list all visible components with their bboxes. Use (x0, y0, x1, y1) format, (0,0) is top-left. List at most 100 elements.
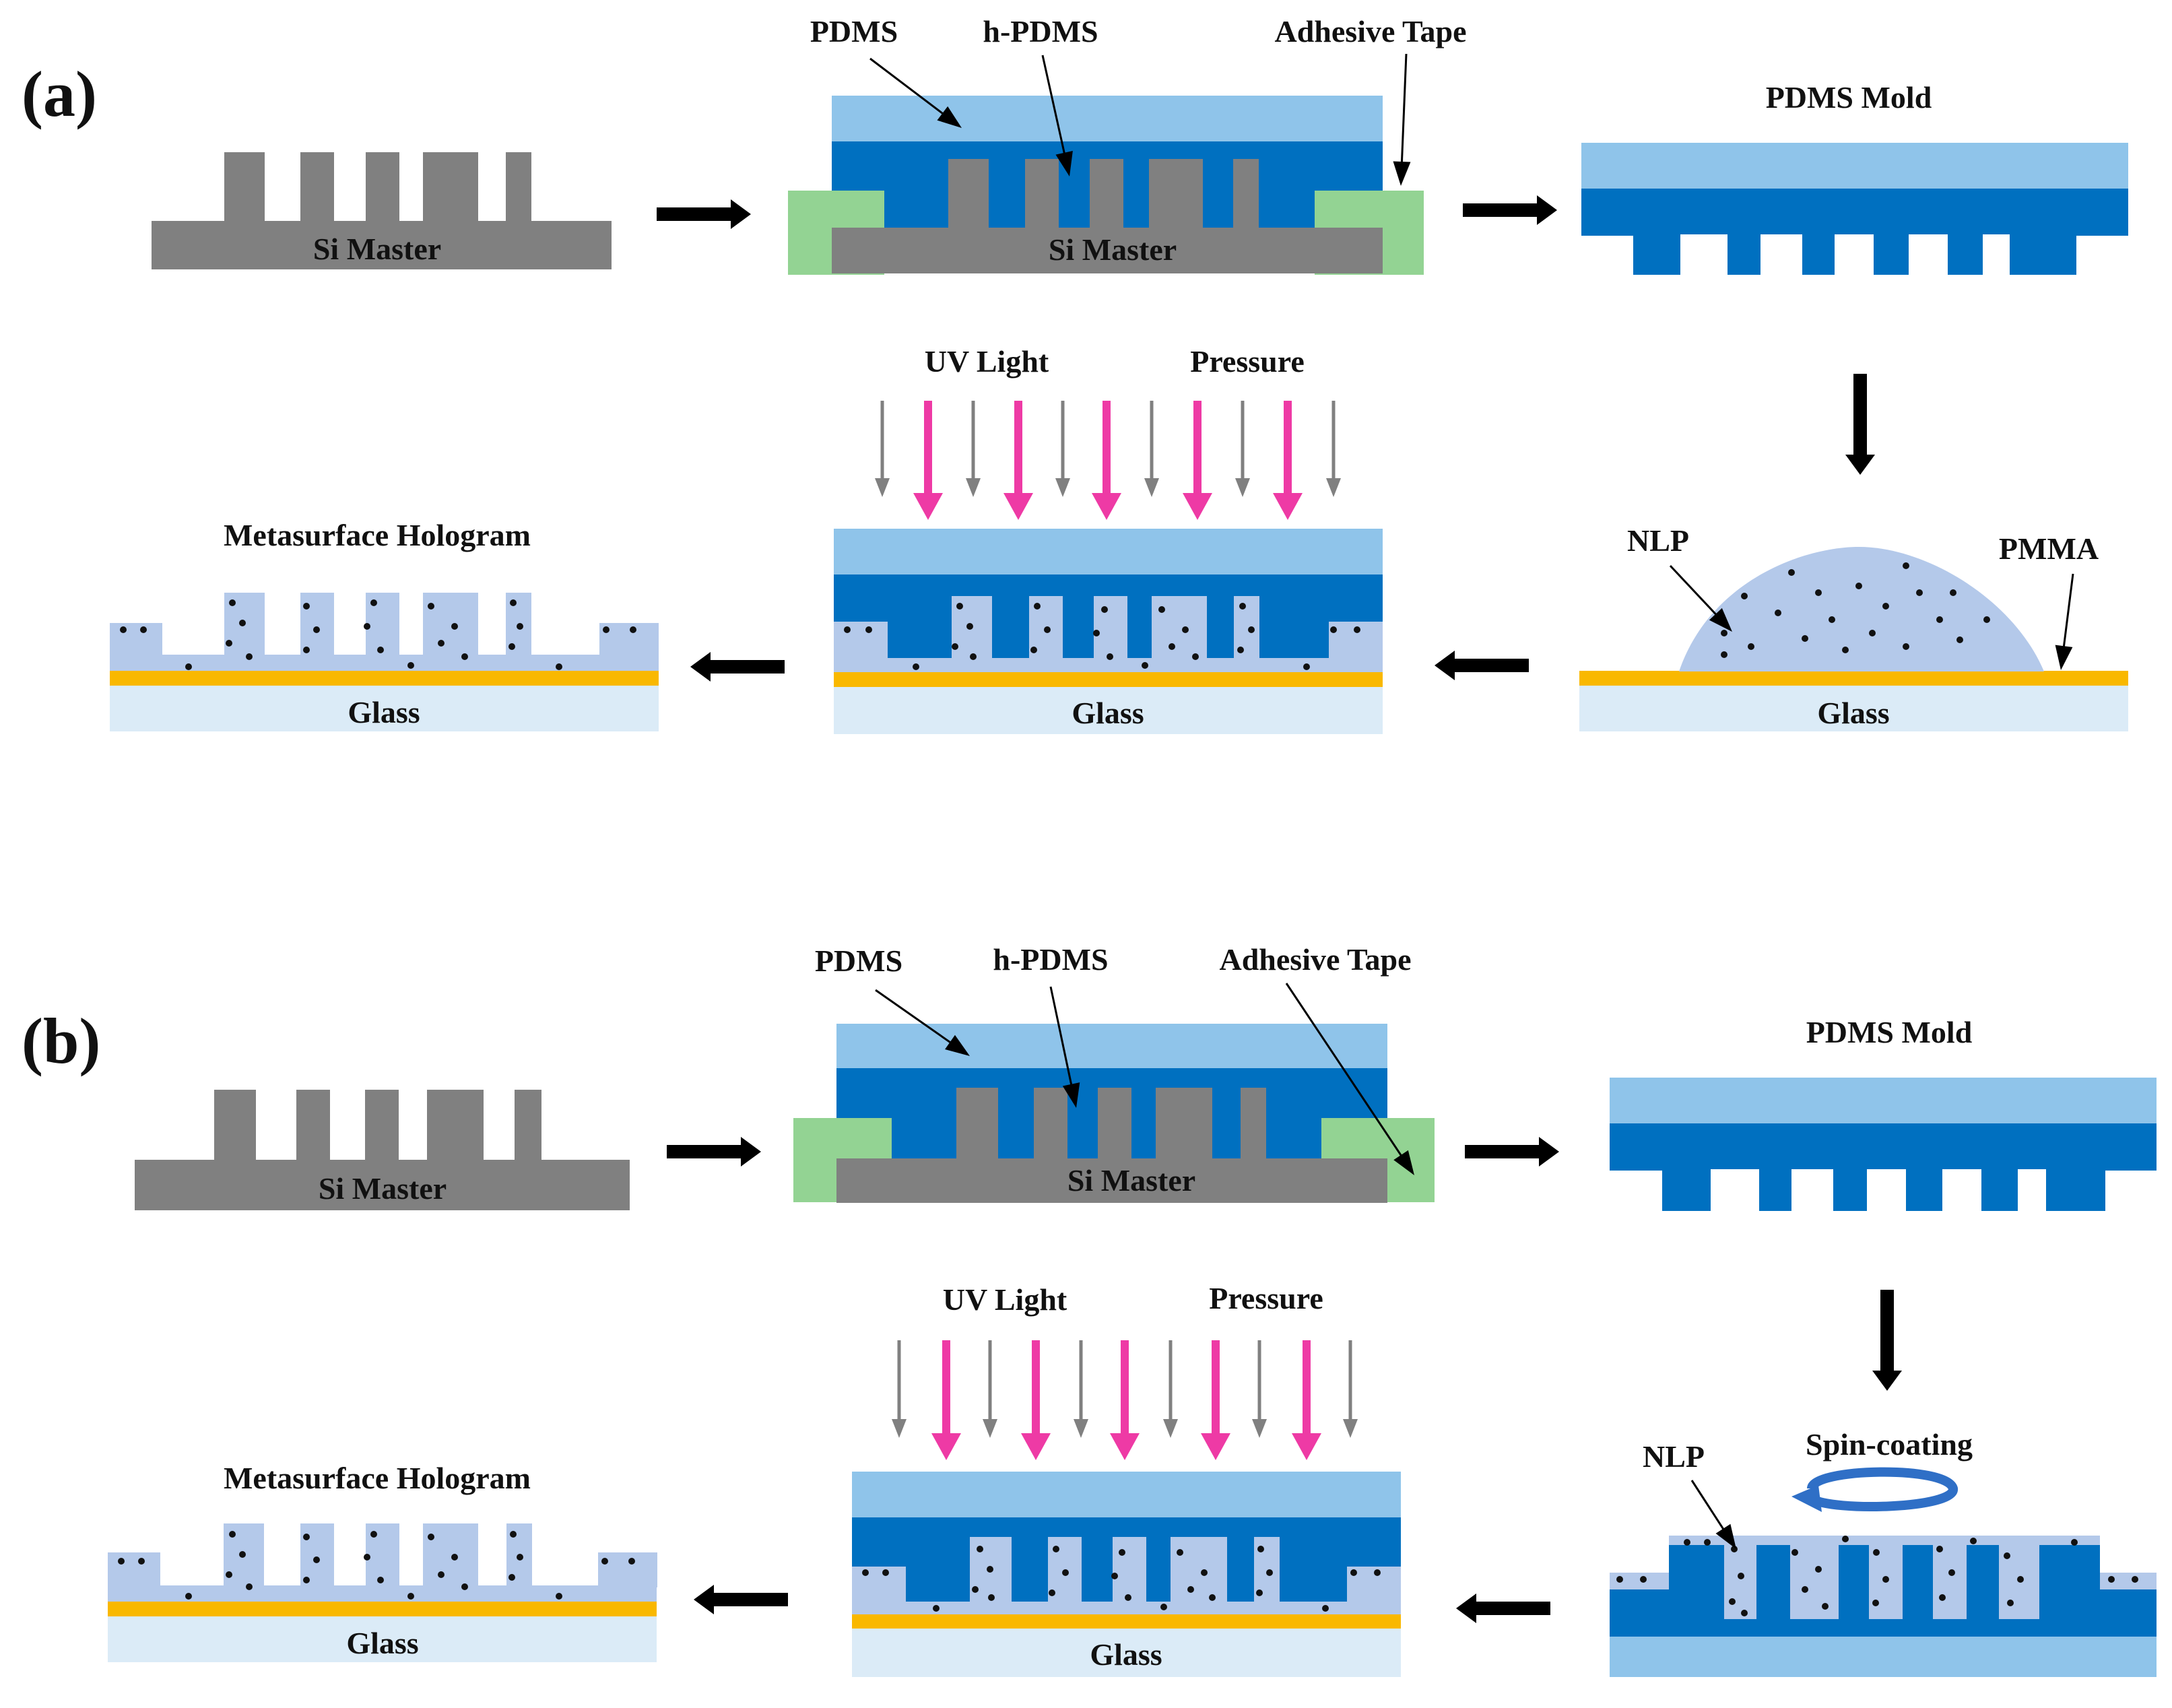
a-pdms-leader (869, 57, 946, 117)
a-nlp-particle-5 (1354, 626, 1360, 633)
b-arrow-2-head (1539, 1137, 1559, 1167)
b-uv-arrow-head (1110, 1433, 1140, 1460)
b-nlp-particle-5 (1062, 1569, 1069, 1576)
b-pressure-arrow-shaft (1079, 1340, 1083, 1420)
a-pmma-leader (2062, 573, 2074, 651)
a-hpdms-label: h-PDMS (983, 14, 1098, 48)
a-nlp-particle-5 (970, 653, 977, 660)
b-nlp-particle-5 (1049, 1589, 1055, 1596)
b-nlp-particle-5 (1256, 1589, 1263, 1596)
a-pad-left-6 (110, 623, 162, 657)
b-spin-label: Spin-coating (1806, 1427, 1973, 1461)
b-pressure-arrow-head (1252, 1419, 1267, 1438)
b-spin-particle (2004, 1552, 2010, 1559)
b-hologram-particle (239, 1551, 246, 1558)
b-pressure-arrow-shaft (897, 1340, 901, 1420)
b-pad-right-6 (598, 1552, 657, 1587)
a-glass-5-label: Glass (1072, 696, 1144, 730)
b-spin-film-top (1669, 1536, 2100, 1545)
b-hologram-particle (407, 1593, 414, 1600)
panel-a-tag: (a) (22, 58, 97, 130)
b-pressure-arrow-shaft (988, 1340, 992, 1420)
b-uv-arrow-shaft (1121, 1340, 1129, 1435)
a-mold-cavity (1983, 234, 2010, 276)
a-arrow-4-head (1435, 651, 1455, 680)
b-uv-arrow-shaft (1212, 1340, 1220, 1435)
a-step3-mold: PDMS Mold (1581, 80, 2128, 276)
b-spin-particle (1738, 1573, 1744, 1579)
a-si-master-tooth (423, 152, 478, 222)
b-spin-particle (2108, 1576, 2115, 1583)
b-si-master-2-tooth (1098, 1088, 1131, 1159)
b-hologram-particle (303, 1534, 310, 1540)
a-pmma-4 (1579, 671, 2128, 686)
a-pdms-leader-head (937, 106, 962, 128)
b-tape-label: Adhesive Tape (1219, 942, 1411, 977)
a-uv-arrow-head (1092, 493, 1121, 520)
a-uv-arrow-head (1183, 493, 1212, 520)
b-mold-cavity (1711, 1169, 1759, 1212)
a-arrow-2-shaft (1463, 203, 1538, 217)
a-nlp-particle-5 (1237, 647, 1244, 653)
a-uv-arrow-head (1003, 493, 1033, 520)
b-glass-5-label: Glass (1090, 1637, 1162, 1672)
b-pmma-6 (108, 1602, 657, 1616)
b-pad-left-6 (108, 1552, 160, 1587)
a-mold-label: PDMS Mold (1766, 80, 1932, 114)
b-nlp-leader (1690, 1480, 1726, 1533)
b-si-master-2-label: Si Master (1067, 1163, 1195, 1197)
b-uv-arrow-head (931, 1433, 961, 1460)
b-hologram-particle (508, 1574, 515, 1581)
a-nlp-particle-5 (1142, 662, 1148, 669)
b-arrow-1-shaft (667, 1145, 742, 1158)
b-nlp-particle-5 (1111, 1573, 1118, 1579)
b-nlp-particle-5 (987, 1566, 993, 1573)
a-pressure-arrow-shaft (971, 401, 975, 480)
a-hologram-title: Metasurface Hologram (224, 518, 531, 552)
a-pressure-arrow-shaft (1061, 401, 1065, 480)
b-nlp-particle-5 (977, 1546, 983, 1552)
a-pdms-label: PDMS (810, 14, 898, 48)
a-nlp-particle-5 (913, 663, 919, 670)
b-pdms-5 (852, 1472, 1401, 1519)
a-step1-si-master: Si Master (152, 152, 612, 269)
a-nlp-particle (1936, 616, 1943, 623)
b-pdms-leader-head (945, 1034, 970, 1056)
a-hologram-particle (630, 626, 636, 633)
b-spin-particle (1616, 1576, 1623, 1583)
a-hologram-particle (364, 623, 370, 630)
a-arrow-1-head (731, 199, 751, 229)
b-nlp-particle-5 (1125, 1594, 1131, 1601)
b-nlp-particle-5 (1322, 1605, 1329, 1612)
b-pressure-arrow-head (1163, 1419, 1178, 1438)
a-hpdms-leader (1041, 55, 1066, 158)
a-pdms-5 (834, 529, 1383, 576)
a-nlp-particle (1882, 603, 1889, 610)
b-uv-arrow-shaft (1032, 1340, 1040, 1435)
a-uv-arrow-head (1273, 493, 1303, 520)
a-pdms-layer (832, 96, 1383, 143)
b-spin-particle (1822, 1603, 1829, 1610)
a-pressure-arrow-shaft (1241, 401, 1245, 480)
a-si-master-2-label: Si Master (1049, 232, 1177, 267)
a-si-master-tooth (506, 152, 531, 222)
a-si-master-2-tooth (1233, 159, 1259, 228)
b-pressure-arrow-head (892, 1419, 907, 1438)
b-nlp-particle-5 (1201, 1569, 1208, 1576)
b-spin-particle (1731, 1546, 1738, 1552)
b-nlp-particle-5 (1350, 1569, 1357, 1576)
b-hologram-particle (451, 1554, 458, 1561)
b-spin-particle (1939, 1594, 1946, 1601)
b-pdms-label: PDMS (815, 944, 902, 978)
a-pressure-arrow-head (966, 478, 981, 497)
a-hologram-particle (428, 603, 434, 610)
a-nlp-label: NLP (1627, 523, 1689, 558)
b-pressure-arrow-shaft (1257, 1340, 1261, 1420)
b-spin-particle (1684, 1539, 1690, 1546)
a-hologram-particle (556, 663, 562, 670)
b-si-master-2-tooth (1241, 1088, 1266, 1159)
a-pmma-label: PMMA (1999, 531, 2099, 566)
a-si-master-2-tooth (1090, 159, 1123, 228)
